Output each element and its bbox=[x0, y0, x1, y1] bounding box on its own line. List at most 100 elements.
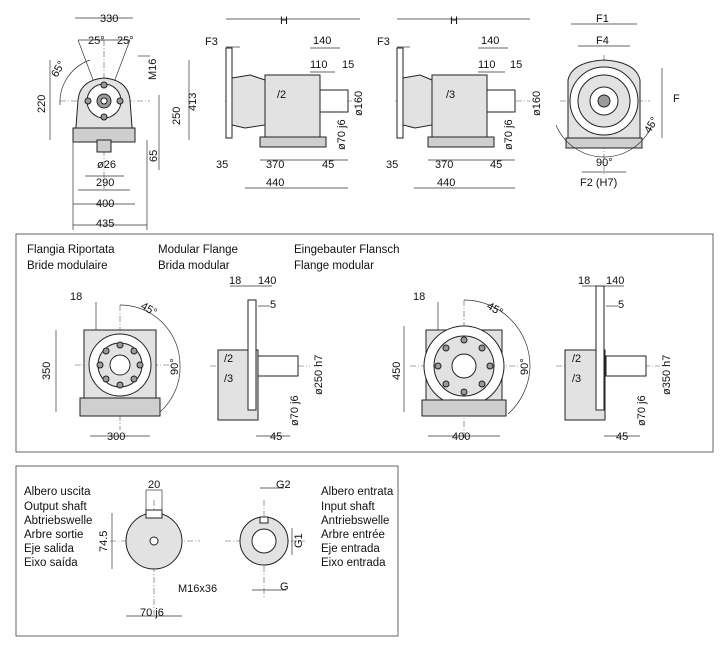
input-shaft-drawing: G2 G1 G bbox=[225, 479, 305, 598]
dim-330: 330 bbox=[100, 13, 118, 25]
dim-out-20: 20 bbox=[148, 479, 160, 491]
dim-400-large: 400 bbox=[452, 431, 470, 443]
dim-F3-2: F3 bbox=[205, 36, 218, 48]
side-view-2: H F3 140 110 15 /2 ø160 ø70 j6 35 370 45… bbox=[205, 15, 365, 189]
dim-15-2: 15 bbox=[342, 59, 354, 71]
dim-angle-25-left: 25° bbox=[88, 35, 105, 47]
dim-35-3: 35 bbox=[386, 159, 398, 171]
in-label-de: Antriebswelle bbox=[321, 515, 389, 527]
dim-45-2: 45 bbox=[322, 159, 334, 171]
dim-out-70: 70 j6 bbox=[140, 607, 164, 619]
shaft-labels: Albero uscita Output shaft Abtriebswelle… bbox=[24, 486, 394, 569]
flange-title-en: Modular Flange bbox=[158, 244, 238, 256]
dim-angle-25-right: 25° bbox=[117, 35, 134, 47]
out-label-pt: Eixo saída bbox=[24, 557, 78, 569]
dim-side-140-small: 140 bbox=[258, 275, 276, 287]
dim-90-large: 90° bbox=[519, 358, 531, 375]
dim-angle-90: 90° bbox=[596, 157, 613, 169]
dim-side-5-large: 5 bbox=[618, 299, 624, 311]
dim-450: 450 bbox=[391, 362, 403, 380]
out-label-it: Albero uscita bbox=[24, 486, 91, 498]
dim-45-small: 45° bbox=[139, 300, 159, 319]
dim-in-G1: G1 bbox=[293, 533, 305, 548]
dim-d70-large: ø70 j6 bbox=[636, 395, 648, 426]
shaft-section-frame bbox=[15, 465, 399, 637]
dim-side-18-large: 18 bbox=[578, 275, 590, 287]
dim-H-2: H bbox=[280, 15, 288, 27]
dim-90-small: 90° bbox=[169, 358, 181, 375]
dim-angle-45: 45° bbox=[642, 115, 661, 135]
flange-title-pt: Flange modular bbox=[294, 260, 374, 272]
out-label-en: Output shaft bbox=[24, 501, 87, 513]
flange-title-es: Brida modular bbox=[158, 260, 230, 272]
stage-2-small: /2 bbox=[224, 353, 233, 365]
dim-in-G2: G2 bbox=[276, 479, 291, 491]
flange-section-frame bbox=[15, 233, 714, 453]
dim-F: F bbox=[673, 93, 680, 105]
stage-3-small: /3 bbox=[224, 373, 233, 385]
dim-45-3: 45 bbox=[490, 159, 502, 171]
dim-F3-3: F3 bbox=[377, 36, 390, 48]
dim-d160-2: ø160 bbox=[353, 91, 365, 116]
dim-H-3: H bbox=[450, 15, 458, 27]
large-flange-side: 18 140 5 /2 /3 ø350 h7 ø70 j6 45 bbox=[556, 275, 673, 443]
dim-140-2: 140 bbox=[313, 35, 331, 47]
dim-18-small: 18 bbox=[70, 291, 82, 303]
stage-2-large: /2 bbox=[572, 353, 581, 365]
dim-angle-65: 65° bbox=[49, 59, 68, 79]
dim-370-2: 370 bbox=[266, 159, 284, 171]
dim-side-45-large: 45 bbox=[616, 431, 628, 443]
stage-2-label: /2 bbox=[277, 89, 286, 101]
dim-140-3: 140 bbox=[481, 35, 499, 47]
in-label-it: Albero entrata bbox=[321, 486, 394, 498]
dim-side-18-small: 18 bbox=[229, 275, 241, 287]
dim-d26: ø26 bbox=[97, 159, 116, 171]
dim-in-G: G bbox=[280, 581, 289, 593]
dim-m16: M16 bbox=[147, 59, 159, 80]
large-flange-front: 18 45° 450 90° 400 bbox=[391, 291, 531, 443]
side-view-3: H F3 140 110 15 /3 ø160 ø70 j6 35 370 45… bbox=[377, 15, 543, 189]
in-label-es: Eje entrada bbox=[321, 543, 380, 555]
dim-d250: ø250 h7 bbox=[313, 355, 325, 395]
dim-side-5-small: 5 bbox=[270, 299, 276, 311]
dim-d70-small: ø70 j6 bbox=[289, 395, 301, 426]
front-flange-view: F1 F4 F 45° 90° F2 (H7) bbox=[555, 13, 680, 189]
small-flange-front: 18 45° 350 90° 300 bbox=[41, 291, 181, 443]
out-label-fr: Arbre sortie bbox=[24, 529, 83, 541]
dim-440-2: 440 bbox=[266, 177, 284, 189]
output-shaft-drawing: 20 74.5 M16x36 70 j6 bbox=[98, 479, 217, 619]
dim-110-3: 110 bbox=[478, 59, 496, 71]
small-flange-side: 18 140 5 /2 /3 ø250 h7 ø70 j6 45 bbox=[210, 275, 325, 443]
in-label-fr: Arbre entrée bbox=[321, 529, 385, 541]
dim-d160-3: ø160 bbox=[531, 91, 543, 116]
dim-F1: F1 bbox=[596, 13, 609, 25]
dim-440-3: 440 bbox=[437, 177, 455, 189]
dim-290: 290 bbox=[96, 177, 114, 189]
out-label-de: Abtriebswelle bbox=[24, 515, 92, 527]
dim-side-45-small: 45 bbox=[270, 431, 282, 443]
dim-18-large: 18 bbox=[413, 291, 425, 303]
dim-d70-3: ø70 j6 bbox=[503, 119, 515, 150]
in-label-en: Input shaft bbox=[321, 501, 376, 513]
dim-400: 400 bbox=[96, 198, 114, 210]
in-label-pt: Eixo entrada bbox=[321, 557, 386, 569]
stage-3-large: /3 bbox=[572, 373, 581, 385]
out-label-es: Eje salida bbox=[24, 543, 74, 555]
dim-F4: F4 bbox=[596, 35, 609, 47]
dim-435: 435 bbox=[96, 218, 114, 230]
dim-370-3: 370 bbox=[435, 159, 453, 171]
dim-F2: F2 (H7) bbox=[580, 177, 617, 189]
dim-300: 300 bbox=[107, 431, 125, 443]
dim-250: 250 bbox=[171, 107, 183, 125]
dim-220: 220 bbox=[36, 95, 48, 113]
flange-titles: Flangia Riportata Bride modulaire Modula… bbox=[27, 244, 399, 272]
dim-35-2: 35 bbox=[216, 159, 228, 171]
dim-413: 413 bbox=[187, 93, 199, 111]
flange-title-de: Eingebauter Flansch bbox=[294, 244, 399, 256]
dim-65: 65 bbox=[148, 150, 160, 162]
dim-d350: ø350 h7 bbox=[661, 355, 673, 395]
dim-45-large: 45° bbox=[485, 300, 505, 319]
top-front-view: 330 25° 25° 65° M16 220 250 413 65 ø26 2… bbox=[36, 13, 199, 230]
dim-110-2: 110 bbox=[310, 59, 328, 71]
